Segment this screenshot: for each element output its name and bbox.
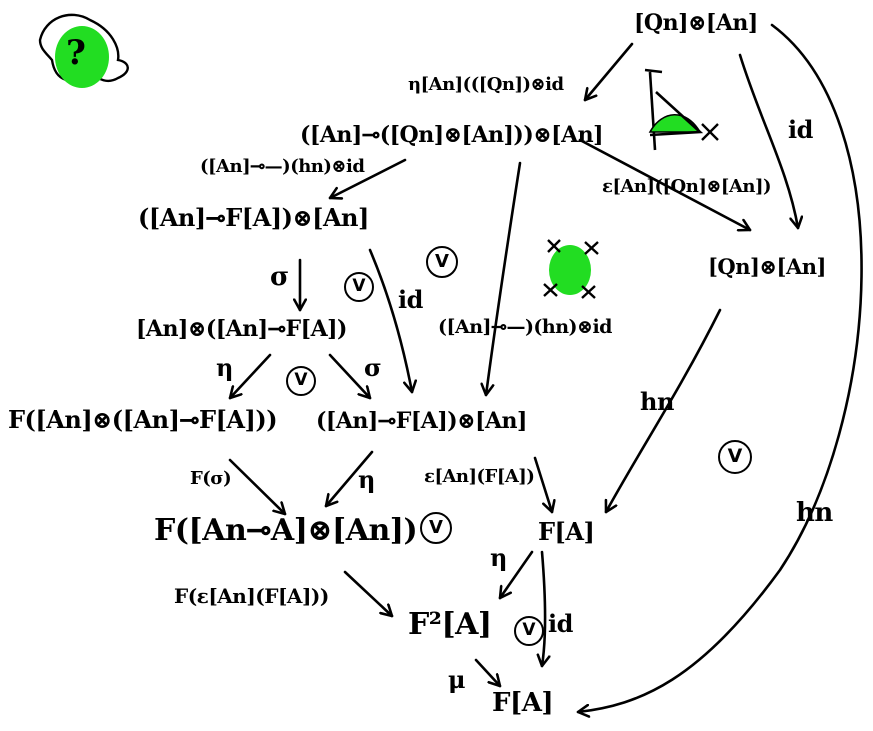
label-eta-low: η: [490, 543, 507, 572]
blob-highlight-icon: [543, 239, 599, 299]
node-f-hom-tensor: F([An⊸A]⊗[An]): [154, 513, 418, 548]
arrow-id-right: [738, 53, 798, 230]
arrow-eta-top: [583, 42, 634, 102]
label-eta-left: η: [216, 353, 233, 382]
triangle-highlight-icon: [644, 68, 719, 151]
label-f-sigma: F(σ): [190, 468, 232, 489]
arrow-sigma-mid: [328, 353, 372, 400]
arrow-hom-mid: [486, 161, 522, 397]
label-epsilon-mid: ε[An](F[A]): [424, 466, 535, 487]
check-circle-mark: V: [426, 246, 458, 278]
label-id-low: id: [548, 609, 573, 638]
label-hom-hn-left: ([An]⊸—)(hn)⊗id: [200, 156, 365, 177]
label-sigma-left: σ: [270, 262, 289, 292]
check-circle-mark: V: [718, 440, 752, 474]
arrow-eta-low: [498, 550, 534, 600]
check-circle-mark: V: [514, 616, 544, 646]
label-eta-top: η[An](([Qn])⊗id: [408, 74, 564, 95]
arrow-id-low: [542, 550, 545, 668]
arrow-mu: [474, 658, 502, 688]
label-sigma-mid: σ: [364, 353, 382, 382]
arrow-f-epsilon: [343, 570, 394, 618]
label-hom-hn-mid: ([An]⊸—)(hn)⊗id: [438, 316, 612, 338]
arrow-epsilon-top: [578, 138, 752, 230]
node-fa-mid: F[A]: [538, 517, 595, 546]
check-circle-mark: V: [420, 512, 452, 544]
arrow-f-sigma: [228, 458, 287, 516]
arrow-eta-mid: [324, 450, 374, 508]
arrow-epsilon-mid: [533, 456, 552, 514]
arrow-hom-left: [328, 158, 407, 198]
arrow-hn-mid: [606, 308, 722, 514]
label-id-mid: id: [398, 285, 423, 314]
node-hom-tensor: ([An]⊸F[A])⊗[An]: [316, 408, 527, 434]
node-closed-hom: ([An]⊸([Qn]⊗[An]))⊗[An]: [300, 122, 604, 148]
label-epsilon-top: ε[An]([Qn]⊗[An]): [602, 176, 772, 197]
node-tensor-hom: [An]⊗([An]⊸F[A]): [136, 316, 347, 342]
label-f-epsilon: F(ε[An](F[A])): [174, 584, 329, 608]
arrow-hn-far: [576, 23, 863, 712]
label-hn-far: hn: [796, 498, 833, 528]
node-right-mid: [Qn]⊗[An]: [708, 254, 826, 279]
label-hn-mid: hn: [640, 387, 674, 416]
check-circle-mark: V: [286, 366, 316, 396]
label-mu: μ: [448, 665, 466, 694]
node-f2a: F²[A]: [408, 607, 492, 642]
arrow-eta-left: [228, 353, 272, 400]
question-mark: ?: [66, 33, 86, 73]
node-fa-bottom: F[A]: [492, 688, 554, 718]
arrow-id-mid: [368, 248, 412, 394]
question-blob-icon: [38, 13, 129, 88]
label-eta-mid: η: [358, 465, 375, 494]
node-left-hom: ([An]⊸F[A])⊗[An]: [138, 203, 369, 232]
node-top-right: [Qn]⊗[An]: [634, 10, 758, 36]
node-f-tensor-hom: F([An]⊗([An]⊸F[A])): [8, 405, 278, 434]
check-circle-mark: V: [344, 272, 374, 302]
label-id-right: id: [788, 115, 813, 144]
